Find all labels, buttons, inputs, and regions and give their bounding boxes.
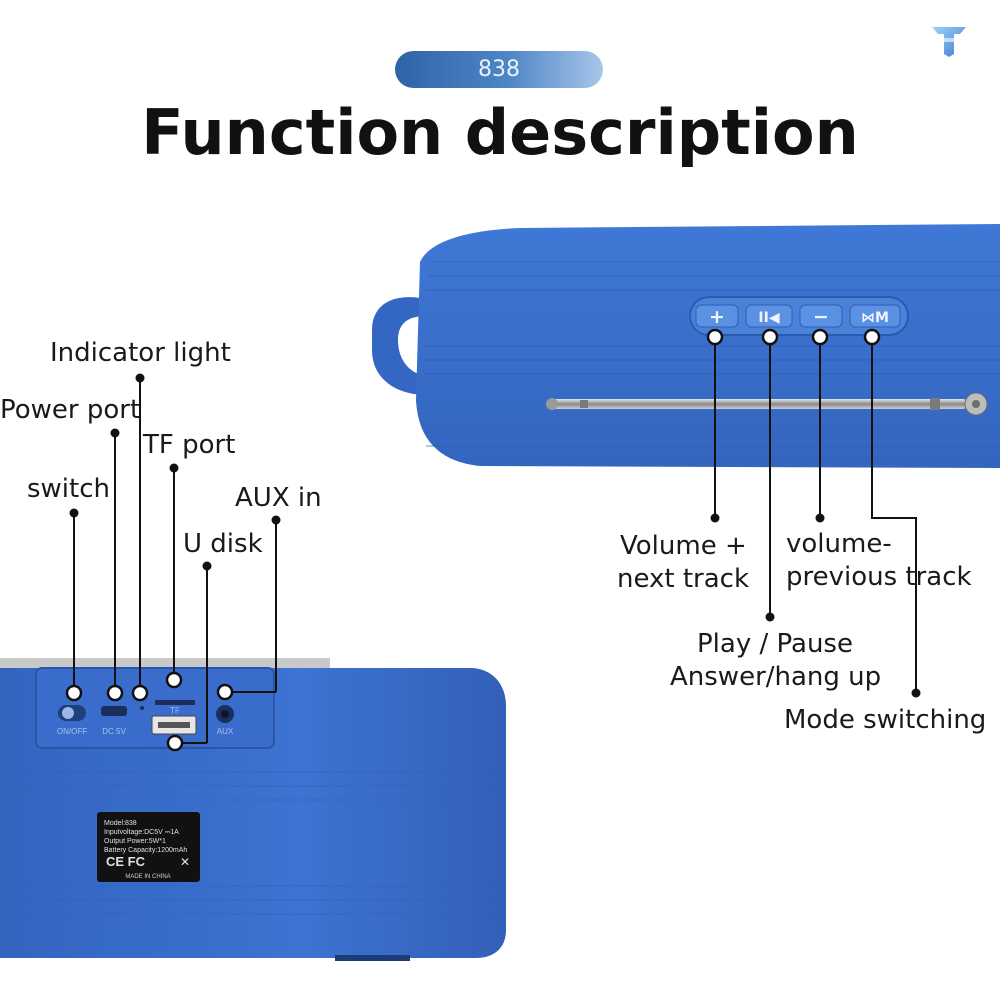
brand-logo-icon: [932, 27, 966, 57]
callout-lines-left: [73, 378, 277, 744]
svg-text:⋈M: ⋈M: [861, 310, 889, 326]
label-switch: switch: [27, 474, 111, 504]
svg-text:AUX: AUX: [217, 727, 234, 736]
svg-text:MADE IN CHINA: MADE IN CHINA: [125, 874, 170, 880]
svg-text:ON/OFF: ON/OFF: [57, 727, 87, 736]
power-port[interactable]: [101, 706, 127, 716]
port-panel: [35, 667, 275, 749]
svg-text:Inputvoltage:DC5V ⎓1A: Inputvoltage:DC5V ⎓1A: [104, 829, 179, 836]
btn-play-pause[interactable]: II◀: [745, 304, 793, 328]
label-u-disk: U disk: [183, 529, 263, 559]
btn-volume-minus[interactable]: −: [799, 304, 843, 328]
tf-slot[interactable]: [155, 700, 195, 705]
svg-text:II◀: II◀: [758, 310, 779, 326]
indicator-light: [140, 706, 144, 710]
label-indicator-light: Indicator light: [50, 338, 231, 368]
model-badge: 838: [395, 51, 603, 88]
label-play-pause-2: Answer/hang up: [670, 662, 882, 692]
label-aux-in: AUX in: [235, 483, 322, 513]
label-volume-plus-2: next track: [617, 564, 750, 594]
btn-mode[interactable]: ⋈M: [849, 304, 901, 328]
label-volume-minus-1: volume-: [786, 529, 892, 559]
svg-text:Output Power:5W*1: Output Power:5W*1: [104, 838, 166, 845]
callout-rings-right: [706, 328, 881, 346]
label-volume-minus-2: previous track: [786, 562, 972, 592]
page-title: Function description: [141, 96, 859, 169]
svg-text:Battery Capacity:1200mAh: Battery Capacity:1200mAh: [104, 847, 187, 854]
svg-text:TF: TF: [170, 706, 180, 715]
callout-rings-left: [65, 671, 234, 752]
speaker-side-view: ON/OFF DC 5V TF AUX Model:838 Inputvolta…: [0, 658, 506, 961]
speaker-top-view: + II◀ − ⋈M: [372, 224, 1000, 468]
label-power-port: Power port: [0, 395, 141, 425]
callout-dots-left: [69, 373, 281, 571]
label-mode-switching: Mode switching: [784, 705, 987, 735]
svg-text:DC 5V: DC 5V: [102, 727, 126, 736]
callout-lines-right: [714, 337, 917, 693]
svg-text:Model:838: Model:838: [104, 820, 137, 827]
svg-text:−: −: [813, 306, 829, 328]
svg-text:CE FC: CE FC: [106, 854, 146, 869]
label-tf-port: TF port: [143, 430, 236, 460]
antenna: [546, 392, 988, 416]
speaker-trim: [0, 658, 330, 668]
label-play-pause-1: Play / Pause: [697, 629, 853, 659]
weee-icon: ✕: [180, 855, 190, 869]
label-volume-plus-1: Volume +: [620, 531, 747, 561]
btn-volume-plus[interactable]: +: [695, 304, 739, 328]
spec-label: [97, 812, 200, 882]
svg-text:+: +: [709, 306, 725, 328]
strap-handle: [372, 297, 440, 396]
callout-dots-right: [710, 513, 921, 698]
